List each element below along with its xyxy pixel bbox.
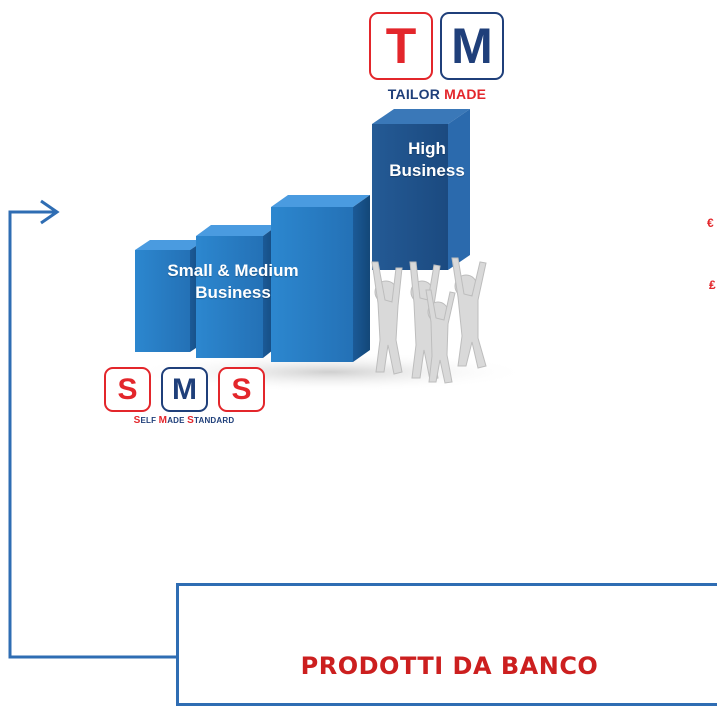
prodotti-da-banco-box: PRODOTTI DA BANCO	[176, 583, 717, 706]
sms-logo-letter-m: M	[161, 367, 208, 412]
sms-caption-rest-3: TANDARD	[193, 416, 235, 425]
prodotti-da-banco-label: PRODOTTI DA BANCO	[300, 651, 599, 680]
small-block-2	[196, 225, 278, 358]
tm-caption-made: MADE	[444, 86, 487, 102]
side-text-line1: €	[707, 216, 714, 230]
small-medium-line1: Small & Medium	[167, 261, 299, 280]
sms-caption-initial-1: S	[133, 415, 141, 426]
tm-logo-letter-m: M	[440, 12, 504, 80]
high-business-line1: High	[408, 139, 446, 158]
tm-caption-tailor: TAILOR	[387, 86, 445, 102]
tm-logo-caption: TAILOR MADE	[367, 86, 507, 102]
sms-caption-initial-2: M	[158, 415, 168, 426]
sms-logo-caption: SELF MADE STANDARD	[104, 415, 264, 426]
high-business-block	[372, 109, 470, 270]
tm-logo-letter-t: T	[369, 12, 433, 80]
sms-caption-initial-3: S	[187, 415, 194, 426]
side-text-line2: ₤	[709, 278, 716, 292]
high-business-label: High Business	[372, 138, 482, 182]
sms-logo-letter-s2: S	[218, 367, 265, 412]
small-medium-line2: Business	[195, 283, 271, 302]
medium-block	[271, 195, 370, 362]
sms-logo-letter-s1: S	[104, 367, 151, 412]
small-medium-business-label: Small & Medium Business	[158, 260, 308, 304]
sms-caption-rest-2: ADE	[167, 416, 188, 425]
high-business-line2: Business	[389, 161, 465, 180]
sms-caption-rest-1: ELF	[140, 416, 159, 425]
people-figures	[371, 257, 487, 384]
